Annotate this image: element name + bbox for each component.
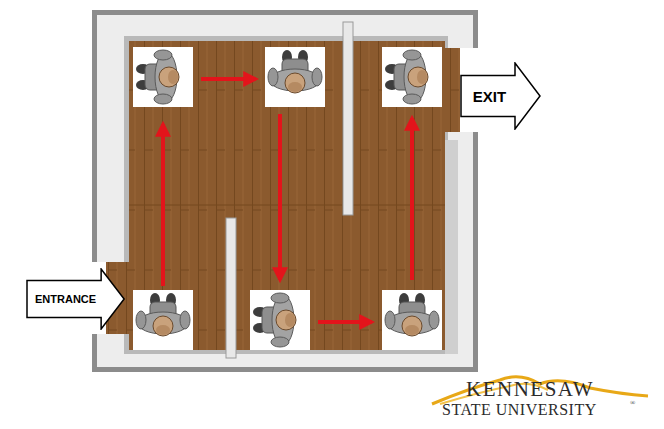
arrow-shape (461, 63, 540, 129)
arrow-label: ENTRANCE (35, 294, 96, 305)
floor (129, 41, 445, 350)
direction-arrow: ENTRANCE (26, 268, 126, 330)
wall-top (97, 15, 473, 367)
direction-arrow: EXIT (460, 62, 542, 130)
arrow-shape (27, 269, 124, 329)
person (382, 47, 442, 107)
person (250, 290, 310, 350)
interior-wall (226, 218, 236, 358)
logo-wordmark: KENNESAW (466, 379, 594, 400)
outer-wall (92, 10, 478, 372)
person (265, 47, 325, 107)
person (382, 290, 442, 350)
interior-wall (343, 22, 353, 215)
registered-mark: ® (630, 400, 635, 407)
wall-side (124, 36, 448, 354)
flow-arrow (278, 114, 282, 280)
flow-arrow (161, 124, 165, 286)
person (133, 290, 193, 350)
flow-arrow (410, 118, 414, 280)
flow-arrow (318, 320, 372, 324)
logo-mountain (432, 377, 648, 404)
flow-arrow (201, 77, 256, 81)
right-wall-face (445, 140, 458, 354)
person (133, 47, 193, 107)
arrow-label: EXIT (473, 89, 506, 104)
logo-wordmark: STATE UNIVERSITY (442, 402, 597, 418)
exit-floor (444, 48, 460, 132)
floor-seam (129, 205, 445, 206)
